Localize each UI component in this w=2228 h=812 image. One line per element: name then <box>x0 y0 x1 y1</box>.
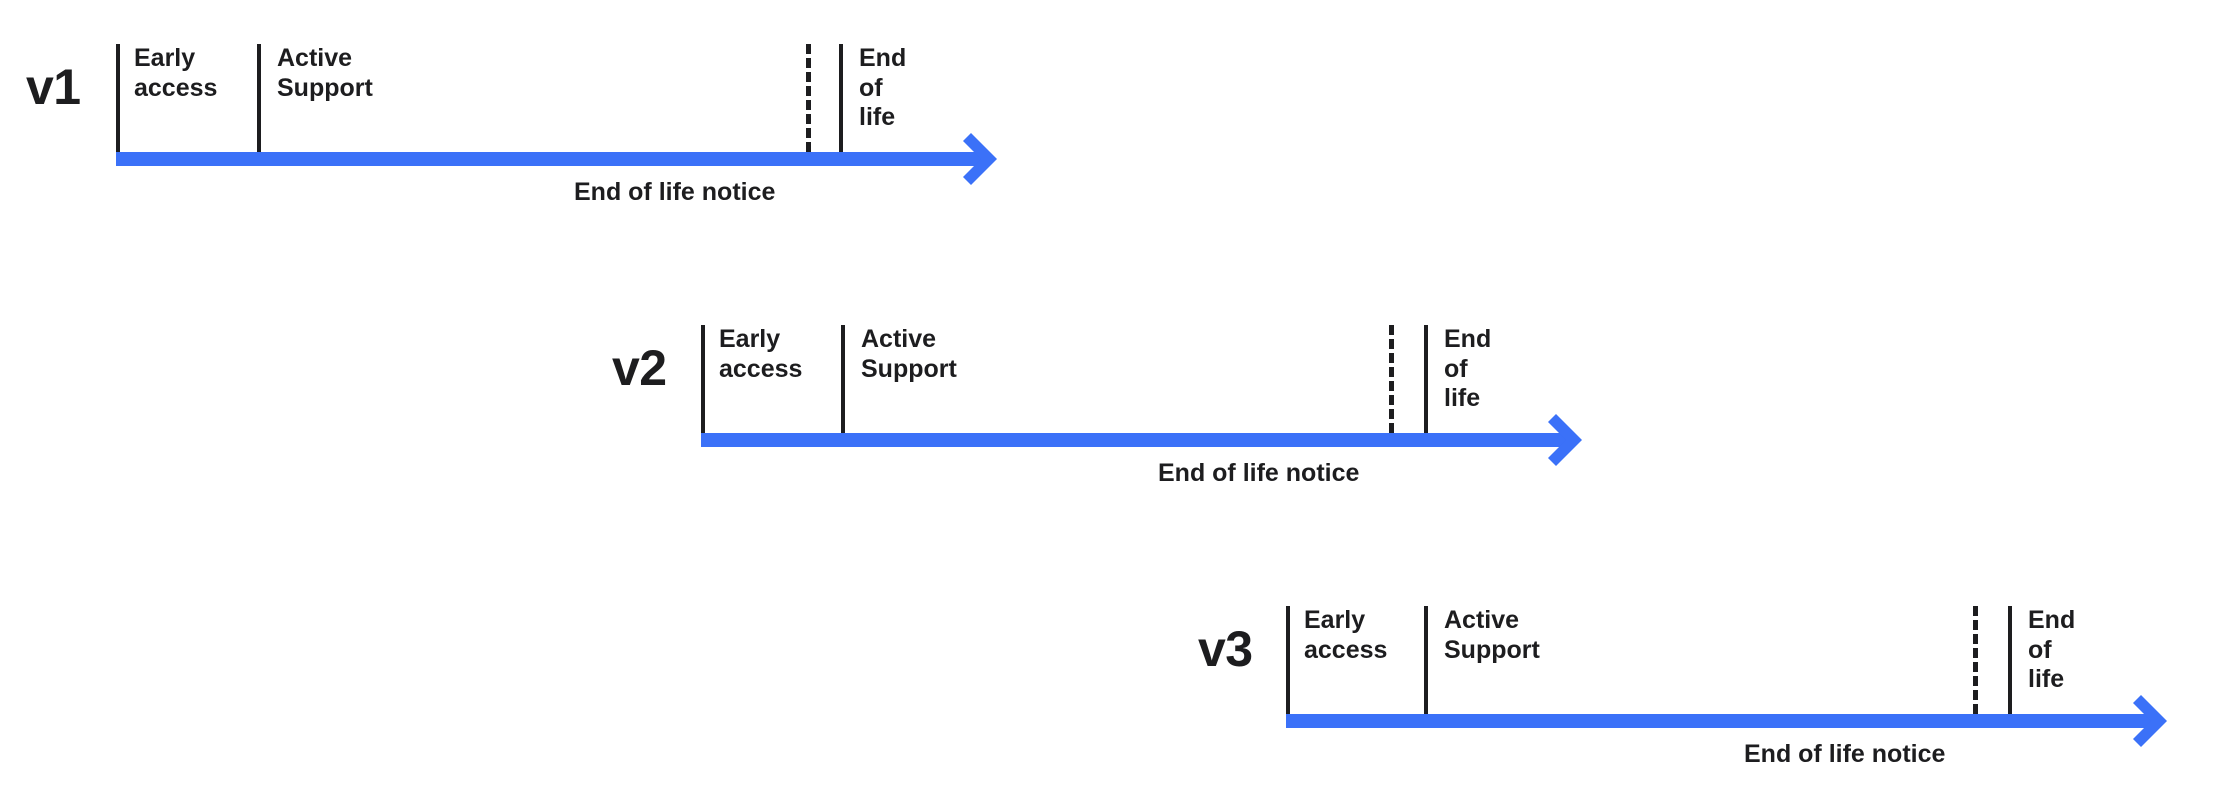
phase-divider-early-access-start-v1 <box>116 44 120 152</box>
bar-caption-end-of-life-notice-v2: End of life notice <box>1158 459 1360 487</box>
version-label-v3: v3 <box>1198 621 1253 677</box>
lifecycle-arrowhead-icon-v1 <box>963 133 1019 185</box>
bar-caption-end-of-life-notice-v3: End of life notice <box>1744 740 1946 768</box>
end-of-life-notice-marker-v1 <box>806 44 811 152</box>
lifecycle-arrowhead-icon-v2 <box>1548 414 1604 466</box>
phase-label-early-access-v1: Early access <box>134 44 218 102</box>
phase-label-early-access-v3: Early access <box>1304 606 1388 664</box>
phase-label-active-support-v2: Active Support <box>861 325 957 383</box>
phase-divider-end-of-life-start-v3 <box>2008 606 2012 714</box>
lifecycle-bar-v3 <box>1286 714 2153 728</box>
phase-label-active-support-v1: Active Support <box>277 44 373 102</box>
phase-divider-early-access-start-v2 <box>701 325 705 433</box>
lifecycle-bar-v1 <box>116 152 983 166</box>
phase-label-early-access-v2: Early access <box>719 325 803 383</box>
lifecycle-bar-v2 <box>701 433 1568 447</box>
lifecycle-arrowhead-icon-v3 <box>2133 695 2189 747</box>
version-label-v1: v1 <box>26 59 81 115</box>
version-label-v2: v2 <box>612 340 667 396</box>
phase-divider-end-of-life-start-v1 <box>839 44 843 152</box>
phase-label-active-support-v3: Active Support <box>1444 606 1540 664</box>
phase-label-end-of-life-v2: End of life <box>1444 325 1492 412</box>
phase-divider-early-access-start-v3 <box>1286 606 1290 714</box>
phase-label-end-of-life-v3: End of life <box>2028 606 2076 693</box>
end-of-life-notice-marker-v3 <box>1973 606 1978 714</box>
phase-label-end-of-life-v1: End of life <box>859 44 907 131</box>
phase-divider-active-support-start-v2 <box>841 325 845 433</box>
phase-divider-active-support-start-v1 <box>257 44 261 152</box>
phase-divider-end-of-life-start-v2 <box>1424 325 1428 433</box>
bar-caption-end-of-life-notice-v1: End of life notice <box>574 178 776 206</box>
end-of-life-notice-marker-v2 <box>1389 325 1394 433</box>
phase-divider-active-support-start-v3 <box>1424 606 1428 714</box>
